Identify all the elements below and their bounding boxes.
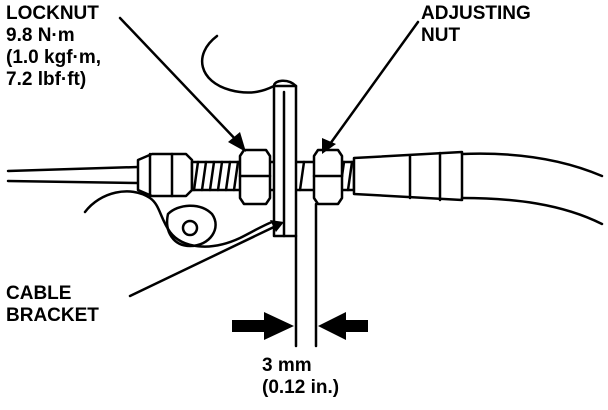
locknut-torque-nm: 9.8 N·m <box>6 25 75 46</box>
locknut-label: LOCKNUT 9.8 N·m (1.0 kgf·m, 7.2 lbf·ft) <box>6 3 101 91</box>
leader-locknut <box>118 16 240 144</box>
cable-bracket-label: CABLE BRACKET <box>6 283 99 327</box>
locknut-torque-kgfm: (1.0 kgf·m, <box>6 47 102 68</box>
cable-bracket-label-line2: BRACKET <box>6 305 99 326</box>
locknut-torque-lbfft: 7.2 lbf·ft) <box>6 69 87 90</box>
adjusting-nut-label-line2: NUT <box>421 25 461 46</box>
gap-arrow-right <box>318 312 368 340</box>
mounting-sheet <box>200 34 276 94</box>
leader-adjusting-nut <box>328 20 420 146</box>
bracket-eye-hole <box>181 219 199 237</box>
cable-end-fitting <box>136 152 194 198</box>
clearance-label: 3 mm (0.12 in.) <box>262 355 339 399</box>
leader-cable-bracket <box>128 224 278 298</box>
leader-adjusting-nut-arrow <box>322 138 336 154</box>
adjusting-nut-label: ADJUSTING NUT <box>421 3 531 47</box>
leader-locknut-arrow <box>228 132 246 152</box>
leader-cable-bracket-arrow <box>270 220 284 232</box>
adjusting-nut-label-line1: ADJUSTING <box>421 3 531 24</box>
bracket-eye <box>165 204 217 248</box>
cable-wire-left-lower <box>6 179 140 185</box>
cable-sheath <box>460 152 604 226</box>
clearance-metric: 3 mm <box>262 355 312 376</box>
locknut-title: LOCKNUT <box>6 3 99 24</box>
gap-arrow-left <box>232 312 294 340</box>
cable-wire-left <box>6 165 140 173</box>
cable-bracket-top <box>272 79 298 88</box>
cable-housing <box>352 150 464 202</box>
cable-bracket-label-line1: CABLE <box>6 283 72 304</box>
clearance-imperial: (0.12 in.) <box>262 377 340 398</box>
